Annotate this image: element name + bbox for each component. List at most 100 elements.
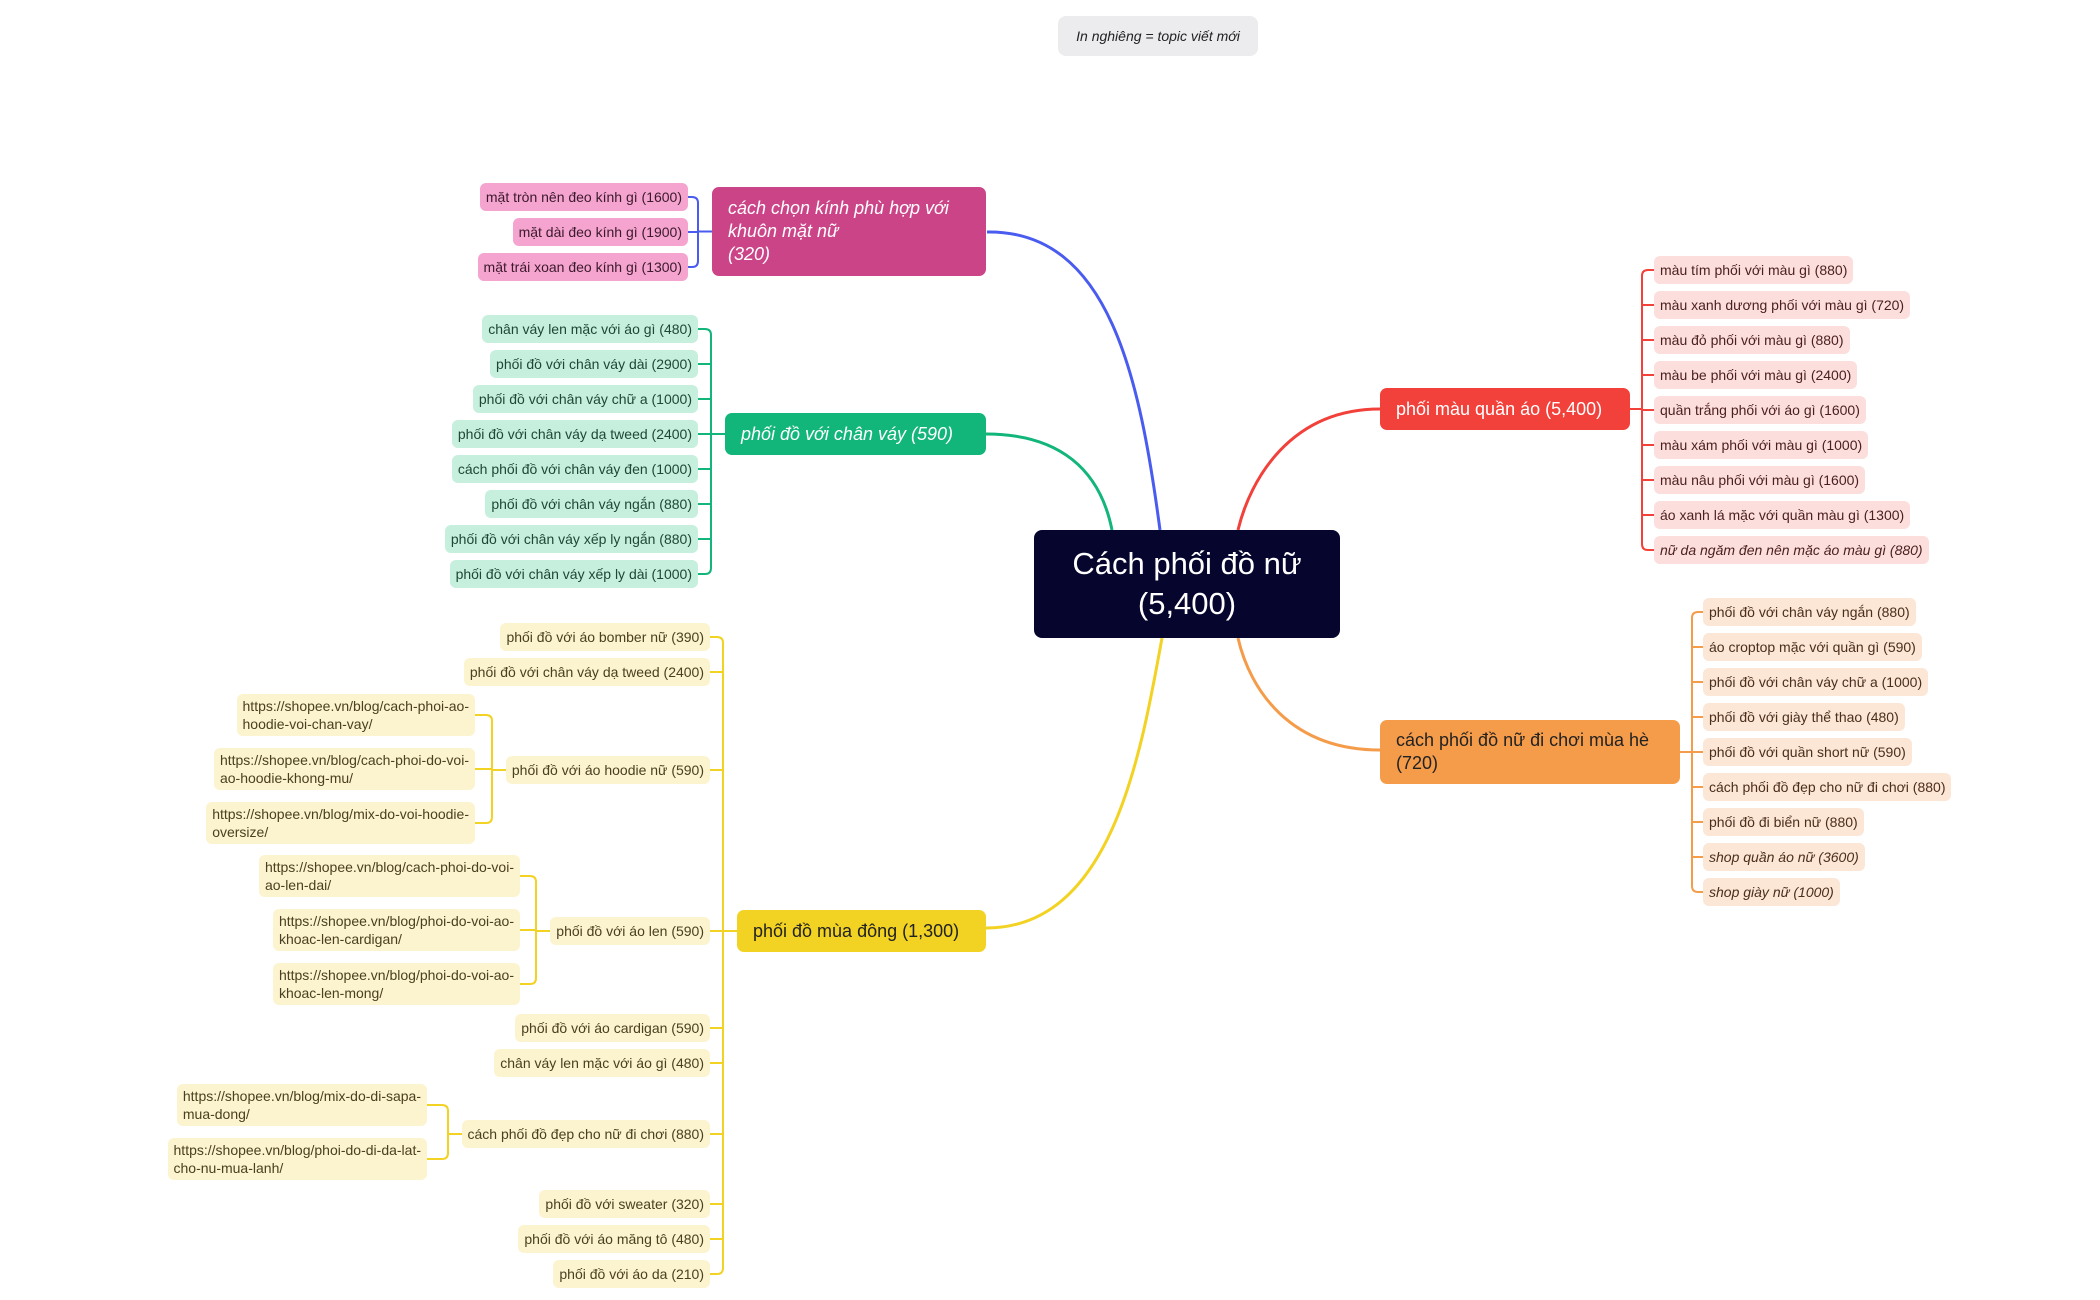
leaf-phoi-mau-label: màu nâu phối với màu gì (1600) (1660, 472, 1860, 488)
leaf-kinh[interactable]: mặt tròn nên đeo kính gì (1600) (479, 183, 688, 211)
leaf-phoi-mau[interactable]: màu xám phối với màu gì (1000) (1654, 431, 1869, 459)
connector-bracket (698, 567, 712, 575)
leaf-phoi-mau-label: màu đỏ phối với màu gì (880) (1660, 332, 1844, 348)
leaf-mua-dong[interactable]: phối đồ với áo măng tô (480) (518, 1225, 710, 1253)
url-link[interactable]: https://shopee.vn/blog/phoi-do-voi-ao- k… (272, 963, 520, 1005)
url-link[interactable]: https://shopee.vn/blog/mix-do-voi-hoodie… (206, 802, 475, 844)
branch-mua-dong[interactable]: phối đồ mùa đông (1,300) (737, 910, 986, 952)
leaf-mua-he-label: shop giày nữ (1000) (1709, 884, 1834, 900)
url-link-text: https://shopee.vn/blog/phoi-do-di-da-lat… (173, 1142, 421, 1176)
leaf-mua-dong[interactable]: phối đồ với áo cardigan (590) (515, 1014, 710, 1042)
branch-chan-vay-label: phối đồ với chân váy (590) (741, 423, 954, 444)
leaf-mua-dong-label: phối đồ với áo hoodie nữ (590) (511, 762, 704, 778)
url-link-text: https://shopee.vn/blog/phoi-do-voi-ao- k… (278, 913, 514, 947)
leaf-mua-he[interactable]: shop giày nữ (1000) (1703, 878, 1840, 906)
url-link[interactable]: https://shopee.vn/blog/cach-phoi-do-voi-… (258, 855, 520, 897)
url-link-text: https://shopee.vn/blog/cach-phoi-do-voi-… (219, 752, 469, 786)
leaf-mua-dong[interactable]: chân váy len mặc với áo gì (480) (494, 1049, 710, 1077)
leaf-mua-dong[interactable]: phối đồ với áo bomber nữ (390) (500, 623, 710, 651)
leaf-mua-dong[interactable]: phối đồ với áo hoodie nữ (590) (505, 756, 710, 784)
connector-root-muahe (1236, 637, 1381, 752)
leaf-mua-dong[interactable]: phối đồ với áo len (590) (550, 917, 710, 945)
leaf-chan-vay[interactable]: phối đồ với chân váy dài (2900) (490, 350, 698, 378)
leaf-mua-dong[interactable]: phối đồ với áo da (210) (553, 1260, 710, 1288)
connector-bracket (1691, 885, 1703, 893)
url-link[interactable]: https://shopee.vn/blog/mix-do-di-sapa- m… (176, 1084, 427, 1126)
leaf-phoi-mau-label: áo xanh lá mặc với quần màu gì (1300) (1660, 507, 1905, 523)
leaf-mua-he-label: phối đồ đi biển nữ (880) (1709, 814, 1858, 830)
leaf-kinh[interactable]: mặt trái xoan đeo kính gì (1300) (477, 253, 688, 281)
leaf-phoi-mau-label: màu tím phối với màu gì (880) (1660, 262, 1848, 278)
branch-phoi-mau[interactable]: phối màu quần áo (5,400) (1380, 388, 1630, 430)
leaf-chan-vay[interactable]: phối đồ với chân váy xếp ly ngắn (880) (444, 525, 698, 553)
connector-bracket (1641, 269, 1654, 277)
leaf-chan-vay[interactable]: phối đồ với chân váy ngắn (880) (485, 490, 698, 518)
connector-bracket (475, 816, 493, 824)
root-node[interactable]: Cách phối đồ nữ (5,400) (1034, 530, 1340, 638)
leaf-phoi-mau[interactable]: màu be phối với màu gì (2400) (1654, 361, 1858, 389)
leaf-mua-dong[interactable]: cách phối đồ đẹp cho nữ đi chơi (880) (461, 1120, 710, 1148)
leaf-chan-vay[interactable]: chân váy len mặc với áo gì (480) (482, 315, 698, 343)
url-link-text: https://shopee.vn/blog/phoi-do-voi-ao- k… (278, 967, 514, 1001)
leaf-phoi-mau[interactable]: màu xanh dương phối với màu gì (720) (1654, 291, 1911, 319)
leaf-mua-dong[interactable]: phối đồ với chân váy dạ tweed (2400) (463, 658, 710, 686)
root-label: Cách phối đồ nữ (5,400) (1072, 546, 1302, 621)
leaf-mua-dong-label: phối đồ với áo da (210) (559, 1266, 704, 1282)
connector-bracket (710, 636, 724, 644)
leaf-mua-he[interactable]: phối đồ với chân váy chữ a (1000) (1703, 668, 1929, 696)
url-link[interactable]: https://shopee.vn/blog/phoi-do-di-da-lat… (167, 1138, 427, 1180)
leaf-mua-dong-label: phối đồ với áo bomber nữ (390) (506, 629, 704, 645)
connector-bracket (1691, 611, 1703, 619)
url-link[interactable]: https://shopee.vn/blog/phoi-do-voi-ao- k… (272, 909, 520, 951)
leaf-mua-he[interactable]: áo croptop mặc với quần gì (590) (1703, 633, 1922, 661)
leaf-phoi-mau-label: màu xám phối với màu gì (1000) (1660, 437, 1863, 453)
leaf-mua-dong-label: chân váy len mặc với áo gì (480) (500, 1055, 704, 1071)
connector-root-phoimau (1236, 407, 1381, 531)
leaf-phoi-mau[interactable]: nữ da ngăm đen nên mặc áo màu gì (880) (1654, 536, 1929, 564)
branch-chan-vay[interactable]: phối đồ với chân váy (590) (725, 413, 986, 455)
branch-mua-he-label: cách phối đồ nữ đi chơi mùa hè (720) (1396, 730, 1650, 773)
leaf-mua-he-label: phối đồ với chân váy ngắn (880) (1709, 604, 1910, 620)
connector-bracket (1641, 543, 1654, 551)
leaf-mua-he-label: phối đồ với giày thể thao (480) (1709, 709, 1899, 725)
connector-bracket (698, 328, 712, 336)
leaf-mua-dong-label: phối đồ với áo măng tô (480) (524, 1231, 704, 1247)
leaf-mua-he[interactable]: shop quần áo nữ (3600) (1703, 843, 1865, 871)
leaf-mua-he[interactable]: phối đồ với quần short nữ (590) (1703, 738, 1912, 766)
url-link[interactable]: https://shopee.vn/blog/cach-phoi-do-voi-… (213, 748, 475, 790)
leaf-mua-he-label: áo croptop mặc với quần gì (590) (1709, 639, 1916, 655)
leaf-chan-vay-label: phối đồ với chân váy dài (2900) (496, 356, 692, 372)
leaf-chan-vay[interactable]: phối đồ với chân váy xếp ly dài (1000) (449, 560, 698, 588)
leaf-phoi-mau-label: màu xanh dương phối với màu gì (720) (1660, 297, 1905, 313)
leaf-mua-dong-label: phối đồ với chân váy dạ tweed (2400) (469, 664, 704, 680)
leaf-mua-dong[interactable]: phối đồ với sweater (320) (539, 1190, 710, 1218)
leaf-mua-he[interactable]: phối đồ đi biển nữ (880) (1703, 808, 1864, 836)
connector-root-muadong (985, 637, 1164, 930)
leaf-chan-vay-label: chân váy len mặc với áo gì (480) (488, 321, 692, 337)
leaf-phoi-mau-label: màu be phối với màu gì (2400) (1660, 367, 1852, 383)
leaf-mua-dong-label: phối đồ với sweater (320) (545, 1196, 704, 1212)
url-link[interactable]: https://shopee.vn/blog/cach-phoi-ao- hoo… (236, 694, 475, 736)
leaf-phoi-mau[interactable]: màu đỏ phối với màu gì (880) (1654, 326, 1850, 354)
branch-phoi-mau-label: phối màu quần áo (5,400) (1396, 398, 1603, 419)
leaf-phoi-mau[interactable]: màu nâu phối với màu gì (1600) (1654, 466, 1866, 494)
leaf-chan-vay[interactable]: cách phối đồ với chân váy đen (1000) (451, 455, 698, 483)
leaf-chan-vay-label: phối đồ với chân váy xếp ly ngắn (880) (450, 531, 692, 547)
leaf-chan-vay[interactable]: phối đồ với chân váy dạ tweed (2400) (451, 420, 698, 448)
leaf-mua-he[interactable]: phối đồ với giày thể thao (480) (1703, 703, 1905, 731)
leaf-chan-vay[interactable]: phối đồ với chân váy chữ a (1000) (472, 385, 698, 413)
connector-bracket (520, 977, 537, 985)
leaf-phoi-mau[interactable]: màu tím phối với màu gì (880) (1654, 256, 1854, 284)
legend-text: In nghiêng = topic viết mới (1076, 28, 1240, 44)
leaf-phoi-mau[interactable]: áo xanh lá mặc với quần màu gì (1300) (1654, 501, 1911, 529)
leaf-phoi-mau-label: quần trắng phối với áo gì (1600) (1660, 402, 1860, 418)
branch-mua-he[interactable]: cách phối đồ nữ đi chơi mùa hè (720) (1380, 720, 1680, 784)
leaf-chan-vay-label: phối đồ với chân váy ngắn (880) (491, 496, 692, 512)
branch-kinh[interactable]: cách chọn kính phù hợp với khuôn mặt nữ … (712, 187, 986, 276)
leaf-chan-vay-label: phối đồ với chân váy xếp ly dài (1000) (455, 566, 692, 582)
leaf-phoi-mau[interactable]: quần trắng phối với áo gì (1600) (1654, 396, 1866, 424)
leaf-mua-he[interactable]: cách phối đồ đẹp cho nữ đi chơi (880) (1703, 773, 1952, 801)
leaf-mua-he[interactable]: phối đồ với chân váy ngắn (880) (1703, 598, 1916, 626)
leaf-kinh[interactable]: mặt dài đeo kính gì (1900) (512, 218, 688, 246)
branch-mua-dong-label: phối đồ mùa đông (1,300) (753, 920, 960, 941)
